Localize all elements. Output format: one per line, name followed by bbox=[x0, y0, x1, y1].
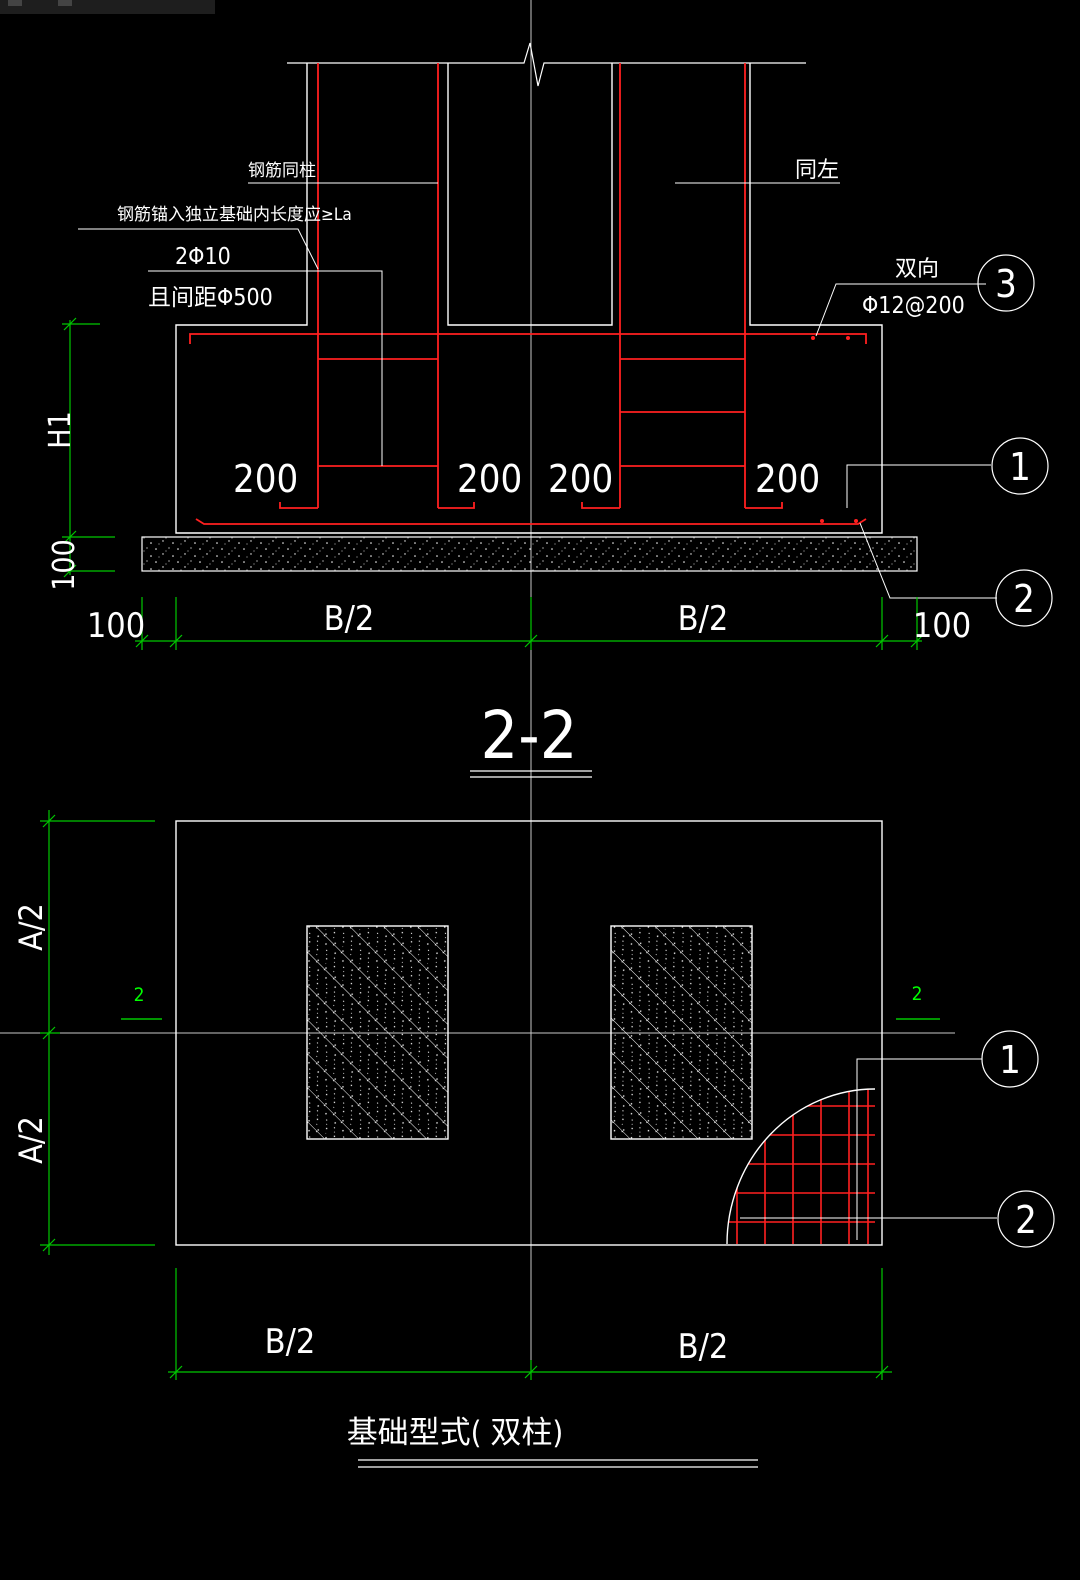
callout-3: 3 bbox=[995, 262, 1017, 306]
label-same-left: 同左 bbox=[795, 158, 839, 183]
hook-length-3: 200 bbox=[548, 457, 613, 501]
callout-circles bbox=[977, 254, 1053, 627]
callout-1: 1 bbox=[1009, 445, 1031, 489]
hook-length-2: 200 bbox=[457, 457, 522, 501]
hook-length-1: 200 bbox=[233, 457, 298, 501]
label-column-rebar: 钢筋同柱 bbox=[248, 161, 316, 181]
dim-a-bottom: A/2 bbox=[12, 1116, 50, 1164]
label-anchor-length: 钢筋锚入独立基础内长度应≥La bbox=[117, 205, 352, 225]
break-line bbox=[287, 42, 806, 87]
label-two-way: 双向 bbox=[895, 257, 939, 282]
plan-callout-circles bbox=[981, 1030, 1055, 1248]
callout-2: 2 bbox=[1013, 577, 1035, 621]
plan-title: 基础型式( 双柱) bbox=[347, 1415, 564, 1451]
section-view: 3 1 2 钢筋同柱 同左 钢筋锚入独立基础内长度应≥La 2Φ10 且间距Φ5… bbox=[43, 42, 1053, 778]
section-title: 2-2 bbox=[481, 697, 578, 774]
rebar-dots bbox=[811, 336, 858, 523]
column-left bbox=[306, 925, 449, 1140]
plan-callout-1: 1 bbox=[999, 1038, 1021, 1082]
column-right bbox=[610, 925, 753, 1140]
dim-bottom-b2-left: B/2 bbox=[324, 599, 375, 639]
toolbar-strip bbox=[0, 0, 215, 14]
hook-length-4: 200 bbox=[755, 457, 820, 501]
toolbar-button[interactable] bbox=[58, 0, 72, 6]
toolbar-button[interactable] bbox=[8, 0, 22, 6]
leader-lines bbox=[78, 182, 997, 599]
rebar-group bbox=[189, 63, 867, 525]
section-dimensions bbox=[62, 317, 924, 650]
dim-bottom-b2-right: B/2 bbox=[678, 599, 729, 639]
cut-mark-right: 2 bbox=[912, 983, 923, 1005]
dim-b-right: B/2 bbox=[678, 1327, 729, 1367]
plan-leader-lines bbox=[740, 1058, 997, 1240]
footing-outline bbox=[175, 63, 883, 534]
dim-bottom-100-right: 100 bbox=[913, 606, 971, 646]
label-stirrup-spacing: 且间距Φ500 bbox=[148, 285, 273, 311]
dim-bottom-100-left: 100 bbox=[87, 606, 145, 646]
dim-b-left: B/2 bbox=[265, 1322, 316, 1362]
plan-title-underline bbox=[358, 1459, 758, 1468]
plan-view: 1 2 2 2 A/2 A/2 B/2 B/2 bbox=[12, 810, 1055, 1468]
footing-plan-outline bbox=[175, 820, 883, 1246]
plan-callout-2: 2 bbox=[1015, 1198, 1037, 1242]
label-top-mesh: Φ12@200 bbox=[862, 293, 965, 319]
dim-cushion: 100 bbox=[47, 539, 82, 591]
cushion-layer bbox=[141, 536, 918, 572]
cut-mark-left: 2 bbox=[134, 984, 145, 1006]
dim-h1: H1 bbox=[43, 411, 78, 448]
label-stirrup-count: 2Φ10 bbox=[175, 244, 231, 270]
section-title-underline bbox=[470, 770, 592, 778]
dim-a-top: A/2 bbox=[12, 903, 50, 951]
plan-dimensions bbox=[40, 810, 892, 1380]
